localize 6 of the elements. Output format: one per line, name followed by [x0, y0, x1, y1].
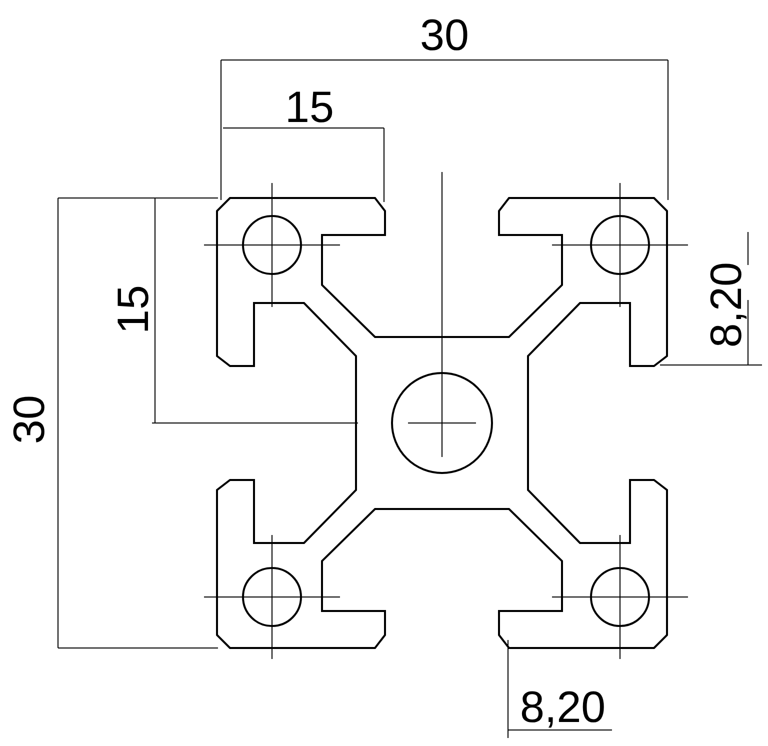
- dimension-label: 15: [112, 285, 156, 334]
- dimension-label: 30: [420, 14, 469, 58]
- dimension-label: 15: [285, 86, 334, 130]
- dimension-label: 8,20: [705, 262, 749, 348]
- dimension-label: 30: [8, 395, 52, 444]
- dimension-label: 8,20: [520, 686, 606, 730]
